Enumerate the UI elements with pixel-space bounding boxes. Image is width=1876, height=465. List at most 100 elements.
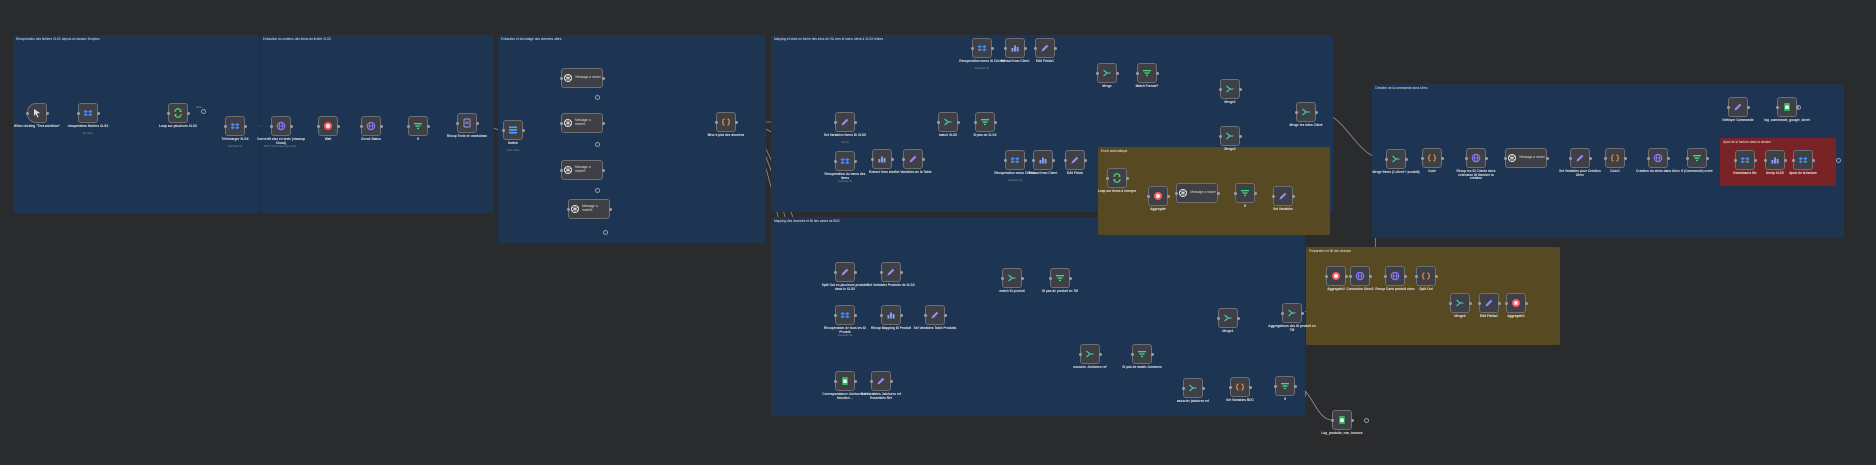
node-port[interactable] [559, 121, 563, 125]
node-n55[interactable] [1326, 266, 1346, 286]
node-n25[interactable] [1097, 63, 1117, 83]
node-port[interactable] [1468, 301, 1472, 305]
node-n16[interactable] [835, 112, 855, 132]
node-n66[interactable] [1570, 148, 1590, 168]
node-port[interactable] [601, 121, 605, 125]
node-n11[interactable]: Message a model [561, 68, 603, 88]
node-port[interactable] [899, 313, 903, 317]
node-n39[interactable] [881, 262, 901, 282]
group-g5[interactable]: Mapping des données et fill des cases de… [771, 217, 1305, 416]
node-port[interactable] [1383, 274, 1387, 278]
node-port[interactable] [521, 128, 525, 132]
node-n54[interactable] [1332, 410, 1352, 430]
output-endcap[interactable] [1363, 417, 1369, 423]
node-port[interactable] [714, 120, 718, 124]
node-n35[interactable]: Message a model [1176, 183, 1218, 203]
node-n69[interactable] [1687, 148, 1707, 168]
node-n52[interactable] [1275, 376, 1295, 396]
node-n21[interactable] [975, 112, 995, 132]
node-port[interactable] [1404, 157, 1408, 161]
node-port[interactable] [1238, 134, 1242, 138]
node-port[interactable] [973, 120, 977, 124]
node-n74[interactable] [1793, 150, 1813, 170]
node-port[interactable] [601, 168, 605, 172]
node-port[interactable] [76, 111, 80, 115]
node-n72[interactable] [1735, 150, 1755, 170]
node-port[interactable] [45, 111, 49, 115]
node-n56[interactable] [1350, 266, 1370, 286]
node-n53[interactable] [1282, 303, 1302, 323]
node-n24[interactable] [1035, 38, 1055, 58]
node-port[interactable] [1344, 274, 1348, 278]
node-n8[interactable] [408, 116, 428, 136]
group-g1[interactable]: Récupération des fichiers XLSX depuis un… [13, 35, 259, 213]
node-port[interactable] [1236, 316, 1240, 320]
node-port[interactable] [923, 313, 927, 317]
node-port[interactable] [1003, 46, 1007, 50]
node-port[interactable] [608, 207, 612, 211]
node-port[interactable] [1233, 191, 1237, 195]
node-n46[interactable] [871, 371, 891, 391]
node-n15[interactable] [716, 112, 736, 132]
node-port[interactable] [1448, 301, 1452, 305]
node-n23[interactable] [1005, 38, 1025, 58]
node-n50[interactable] [1218, 308, 1238, 328]
node-port[interactable] [559, 76, 563, 80]
node-n71[interactable] [1777, 97, 1797, 117]
node-port[interactable] [336, 124, 340, 128]
node-port[interactable] [1484, 156, 1488, 160]
node-n18[interactable] [872, 149, 892, 169]
node-port[interactable] [1023, 158, 1027, 162]
node-port[interactable] [1053, 46, 1057, 50]
node-n2[interactable] [78, 103, 98, 123]
node-n59[interactable] [1450, 293, 1470, 313]
node-port[interactable] [1746, 105, 1750, 109]
node-port[interactable] [1000, 276, 1004, 280]
node-n1[interactable] [27, 103, 47, 123]
node-n73[interactable] [1765, 150, 1785, 170]
node-port[interactable] [1201, 386, 1205, 390]
node-n42[interactable] [835, 305, 855, 325]
node-port[interactable] [1795, 105, 1799, 109]
node-port[interactable] [1181, 386, 1185, 390]
node-port[interactable] [379, 124, 383, 128]
node-port[interactable] [833, 379, 837, 383]
node-n63[interactable] [1422, 148, 1442, 168]
node-port[interactable] [1238, 87, 1242, 91]
node-port[interactable] [1477, 301, 1481, 305]
node-port[interactable] [1273, 384, 1277, 388]
node-port[interactable] [734, 120, 738, 124]
node-port[interactable] [1078, 352, 1082, 356]
node-port[interactable] [1003, 158, 1007, 162]
node-port[interactable] [1105, 176, 1109, 180]
node-n26[interactable] [1137, 63, 1157, 83]
node-port[interactable] [1420, 156, 1424, 160]
node-n40[interactable] [1002, 268, 1022, 288]
node-port[interactable] [1228, 385, 1232, 389]
node-port[interactable] [1685, 156, 1689, 160]
node-port[interactable] [1705, 156, 1709, 160]
node-port[interactable] [1324, 274, 1328, 278]
node-n60[interactable] [1479, 293, 1499, 313]
node-n33[interactable] [1107, 168, 1127, 188]
node-port[interactable] [1434, 274, 1438, 278]
node-port[interactable] [1403, 274, 1407, 278]
node-port[interactable] [96, 111, 100, 115]
node-n68[interactable] [1648, 148, 1668, 168]
node-port[interactable] [1155, 71, 1159, 75]
output-endcap[interactable] [602, 229, 608, 235]
node-port[interactable] [1497, 301, 1501, 305]
node-port[interactable] [853, 120, 857, 124]
node-port[interactable] [890, 157, 894, 161]
node-port[interactable] [1440, 156, 1444, 160]
node-port[interactable] [1280, 311, 1284, 315]
node-n12[interactable]: Message a model1 [561, 113, 603, 133]
node-port[interactable] [993, 120, 997, 124]
node-port[interactable] [1218, 134, 1222, 138]
node-port[interactable] [475, 121, 479, 125]
node-n29[interactable] [1296, 102, 1316, 122]
node-port[interactable] [833, 159, 837, 163]
node-port[interactable] [455, 121, 459, 125]
node-port[interactable] [1330, 418, 1334, 422]
